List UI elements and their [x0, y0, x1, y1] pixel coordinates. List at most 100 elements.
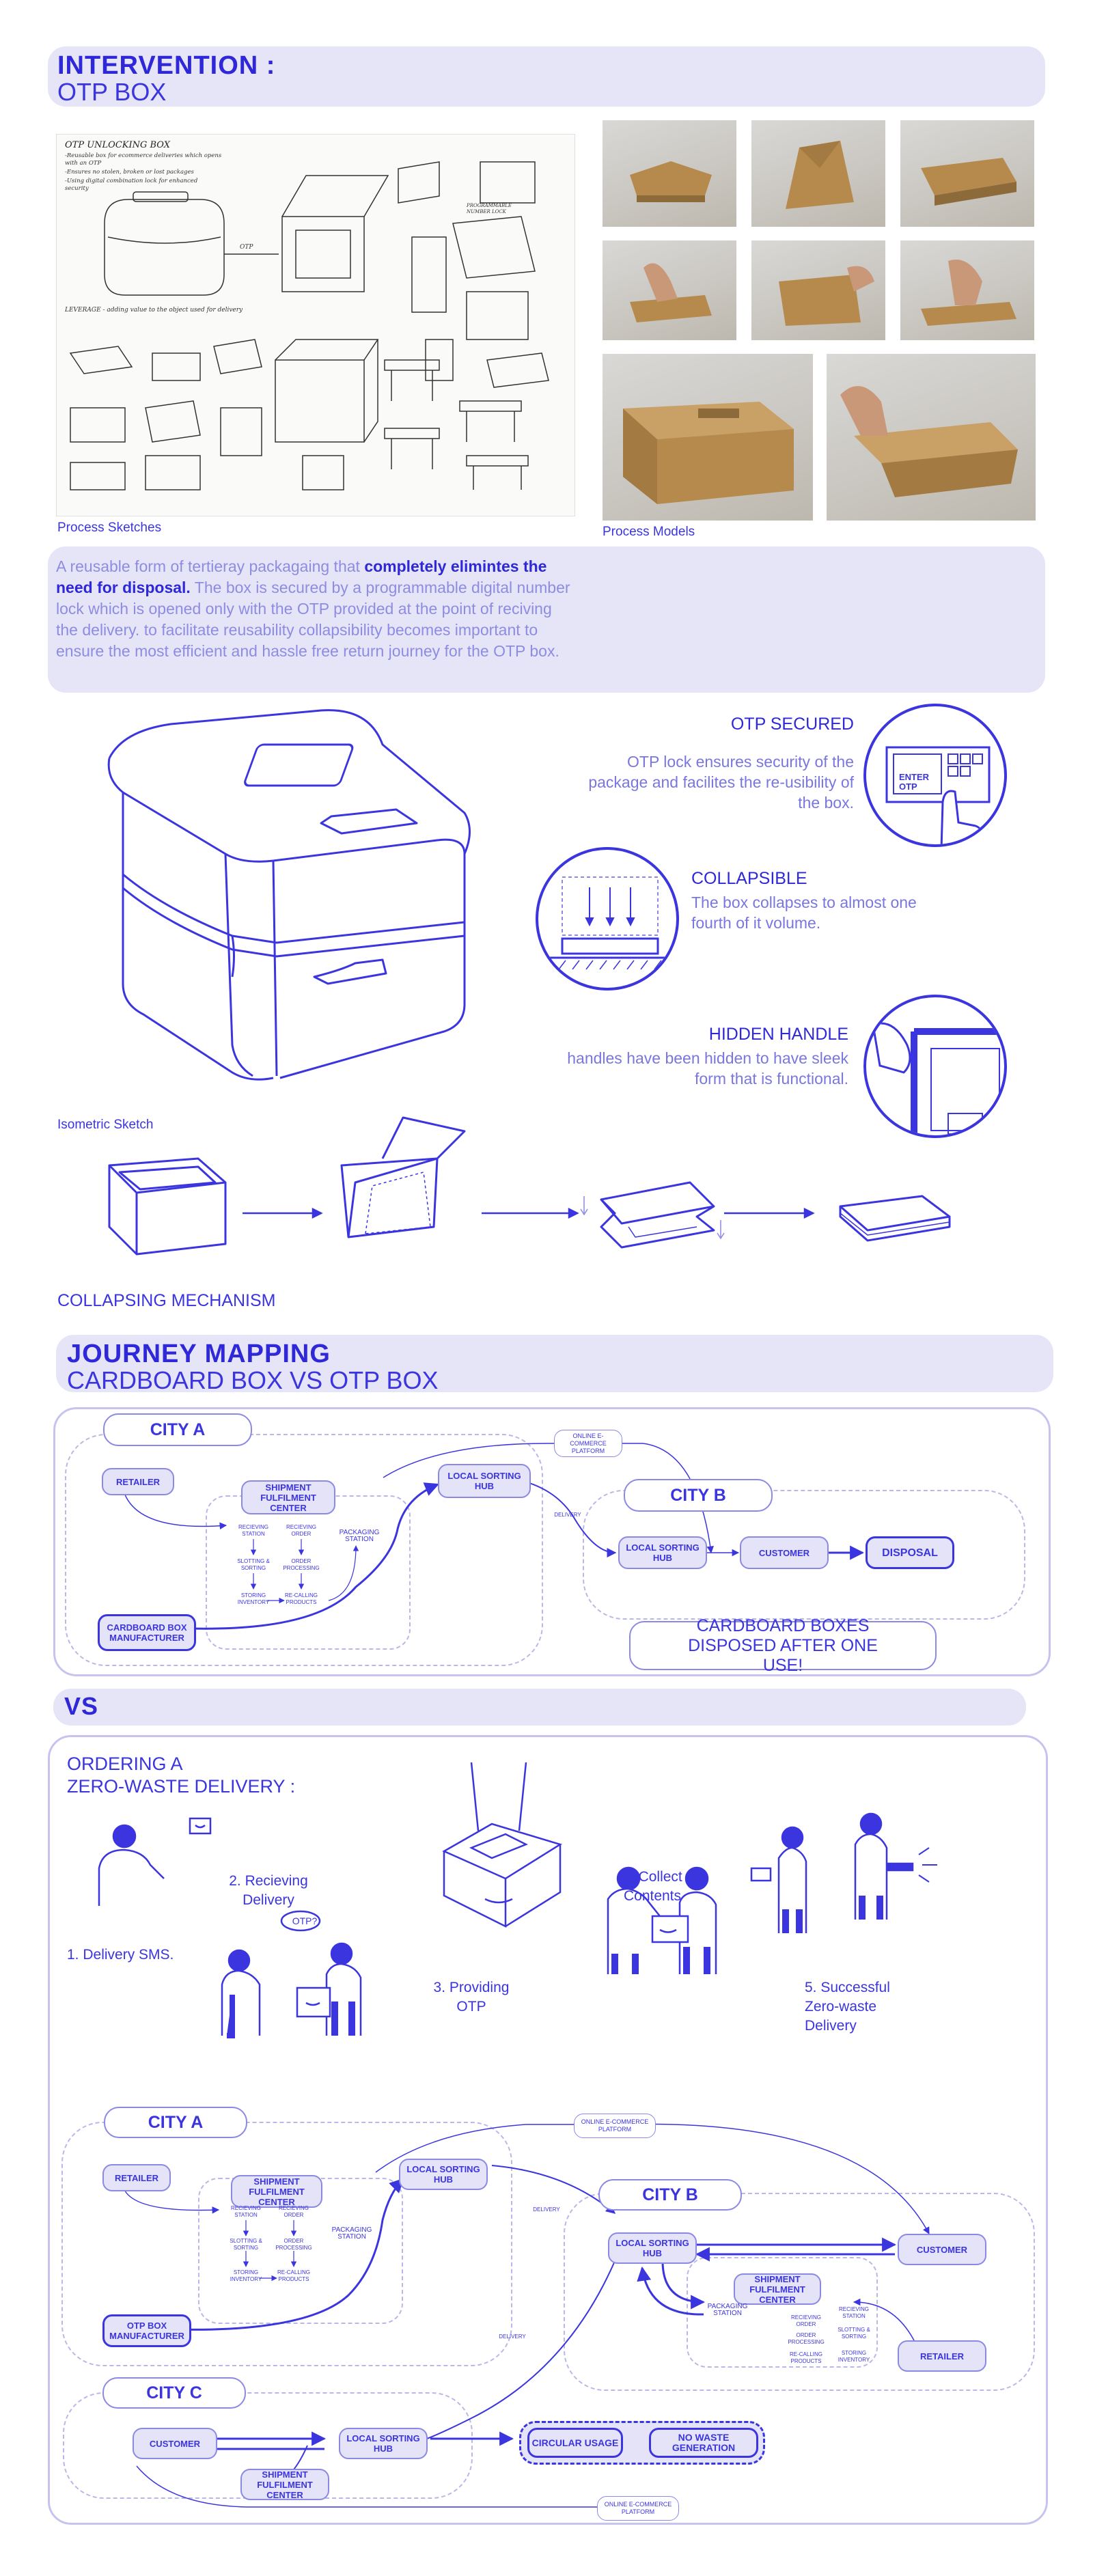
delivery-label-2: DELIVERY	[533, 2206, 560, 2213]
feature-text-collapsible: The box collapses to almost one fourth o…	[691, 894, 917, 932]
delivery-label: DELIVERY	[554, 1512, 581, 1518]
feature-title-collapsible: COLLAPSIBLE	[691, 869, 807, 888]
model-photo-large	[827, 354, 1036, 521]
vs-label: VS	[64, 1692, 99, 1720]
shipment-node: SHIPMENT FULFILMENT CENTER	[241, 1480, 335, 1514]
storing-inventory-b: STORING INVENTORY	[838, 2350, 870, 2363]
model-photo	[900, 120, 1034, 227]
otp-bubble: OTP?	[292, 1915, 318, 1926]
city-b-label-2: CITY B	[598, 2179, 742, 2211]
storing-inventory-2: STORING INVENTORY	[230, 2269, 262, 2282]
receiving-order: RECIEVING ORDER	[286, 1524, 316, 1537]
receiving-order-b: RECIEVING ORDER	[790, 2314, 821, 2327]
zero-waste-panel	[48, 1735, 1048, 2525]
receiving-station-b: RECIEVING STATION	[838, 2306, 869, 2319]
model-photo	[603, 120, 736, 227]
model-photo	[751, 120, 885, 227]
manufacturer-node: CARDBOARD BOX MANUFACTURER	[98, 1614, 196, 1651]
description-text: A reusable form of tertieray packagaing …	[56, 556, 575, 662]
step-3: 3. Providing OTP	[433, 1980, 510, 2014]
model-photo-large	[603, 354, 813, 521]
recalling-products-b: RE-CALLING PRODUCTS	[789, 2351, 822, 2364]
local-hub-a-node: LOCAL SORTING HUB	[438, 1464, 531, 1498]
order-processing: ORDER PROCESSING	[283, 1558, 320, 1571]
packaging-station-b: PACKAGING STATION	[707, 2303, 748, 2317]
city-a-label-2: CITY A	[104, 2107, 247, 2138]
retailer-node-b: RETAILER	[898, 2340, 986, 2372]
model-photo	[900, 240, 1034, 340]
step-2: 2. Recieving Delivery	[229, 1873, 308, 1908]
process-sketches: OTP UNLOCKING BOX -Reusable box for ecom…	[56, 134, 575, 516]
sketch-note-1: -Reusable box for ecommerce deliveries w…	[65, 152, 222, 167]
zero-waste-title-line1: ORDERING A	[67, 1754, 183, 1774]
customer-node-b: CUSTOMER	[898, 2234, 986, 2265]
otp-screen-line2: OTP	[899, 781, 917, 792]
slotting-sorting-2: SLOTTING & SORTING	[230, 2238, 262, 2251]
sketch-heading: OTP UNLOCKING BOX	[65, 140, 170, 150]
sketch-note-2: -Ensures no stolen, broken or lost packa…	[65, 169, 194, 176]
local-hub-node-c: LOCAL SORTING HUB	[339, 2428, 428, 2459]
retailer-node: RETAILER	[102, 1468, 174, 1495]
feature-title-otp: OTP SECURED	[730, 715, 854, 734]
receiving-station-2: RECIEVING STATION	[230, 2205, 261, 2218]
isometric-sketch	[107, 709, 471, 1081]
shipment-node-a: SHIPMENT FULFILMENT CENTER	[231, 2175, 322, 2208]
city-b-region-2	[564, 2193, 1035, 2391]
step-5: 5. Successful Zero-waste Delivery	[805, 1980, 890, 2034]
receiving-station: RECIEVING STATION	[238, 1524, 268, 1537]
intervention-title: INTERVENTION :	[57, 51, 276, 80]
otp-manufacturer-node: OTP BOX MANUFACTURER	[102, 2314, 191, 2347]
customer-node: CUSTOMER	[740, 1536, 829, 1569]
feature-title-handle: HIDDEN HANDLE	[708, 1025, 848, 1044]
slotting-sorting-b: SLOTTING & SORTING	[838, 2327, 870, 2340]
intervention-subtitle: OTP BOX	[57, 78, 167, 106]
delivery-steps-illustration	[98, 1762, 937, 2038]
city-b-region	[583, 1490, 1025, 1620]
zero-waste-title: ORDERING A ZERO-WASTE DELIVERY :	[67, 1753, 295, 1798]
model-photo	[603, 240, 736, 340]
city-c-label: CITY C	[102, 2377, 246, 2409]
shipment-node-b: SHIPMENT FULFILMENT CENTER	[734, 2273, 821, 2305]
local-hub-b-node: LOCAL SORTING HUB	[618, 1536, 707, 1569]
local-hub-node-a: LOCAL SORTING HUB	[399, 2159, 488, 2190]
platform-node: ONLINE E-COMMERCE PLATFORM	[554, 1430, 622, 1457]
process-models-caption: Process Models	[603, 525, 695, 539]
feature-text-handle: handles have been hidden to have sleek f…	[567, 1049, 848, 1088]
process-sketches-caption: Process Sketches	[57, 521, 162, 535]
sketch-note-3: -Using digital combination lock for enha…	[65, 178, 198, 192]
description-lead: A reusable form of tertieray packagaing …	[56, 557, 365, 575]
sketch-note-prog: PROGRAMMABLE NUMBER LOCK	[467, 203, 512, 214]
intervention-header: INTERVENTION : OTP BOX	[48, 46, 1045, 107]
feature-text-otp: OTP lock ensures security of the package…	[588, 753, 854, 812]
retailer-node-a: RETAILER	[102, 2164, 171, 2191]
customer-node-c: CUSTOMER	[133, 2428, 217, 2459]
order-processing-2: ORDER PROCESSING	[275, 2238, 312, 2251]
disposal-note: CARDBOARD BOXES DISPOSED AFTER ONE USE!	[629, 1616, 937, 1675]
description-panel: A reusable form of tertieray packagaing …	[48, 546, 1045, 693]
delivery-label-3: DELIVERY	[499, 2333, 526, 2340]
sketches-drawing	[69, 161, 549, 490]
zero-waste-title-line2: ZERO-WASTE DELIVERY :	[67, 1776, 296, 1797]
isometric-caption: Isometric Sketch	[57, 1118, 154, 1132]
otp-screen-line1: ENTER	[899, 772, 930, 782]
otp-journey-map: CITY A CITY B CITY C RETAILER SHIPMENT F…	[48, 2097, 1048, 2521]
platform-node-2: ONLINE E-COMMERCE PLATFORM	[574, 2114, 656, 2138]
otp-lock-illustration: ENTER OTP	[863, 704, 1007, 847]
collapsible-illustration	[536, 847, 679, 991]
no-waste-node: NO WASTE GENERATION	[649, 2428, 758, 2458]
platform-node-3: ONLINE E-COMMERCE PLATFORM	[597, 2496, 679, 2521]
local-hub-node-b: LOCAL SORTING HUB	[608, 2232, 697, 2264]
collapsing-caption: COLLAPSING MECHANISM	[57, 1291, 276, 1310]
slotting-sorting: SLOTTING & SORTING	[237, 1558, 270, 1571]
city-a-region	[65, 1434, 543, 1666]
journey-header: JOURNEY MAPPING CARDBOARD BOX VS OTP BOX	[56, 1335, 1053, 1394]
journey-subtitle: CARDBOARD BOX VS OTP BOX	[67, 1366, 439, 1394]
vs-header: VS	[53, 1689, 1026, 1726]
city-b-label: CITY B	[624, 1479, 773, 1512]
order-processing-b: ORDER PROCESSING	[788, 2332, 825, 2345]
cardboard-journey-map: CITY A CITY B RETAILER SHIPMENT FULFILME…	[53, 1407, 1051, 1676]
city-a-region-2	[61, 2122, 512, 2366]
step-4: 4. Collect Contents	[622, 1869, 682, 1904]
step-1: 1. Delivery SMS.	[67, 1947, 174, 1963]
packaging-station-2: PACKAGING STATION	[331, 2226, 372, 2241]
